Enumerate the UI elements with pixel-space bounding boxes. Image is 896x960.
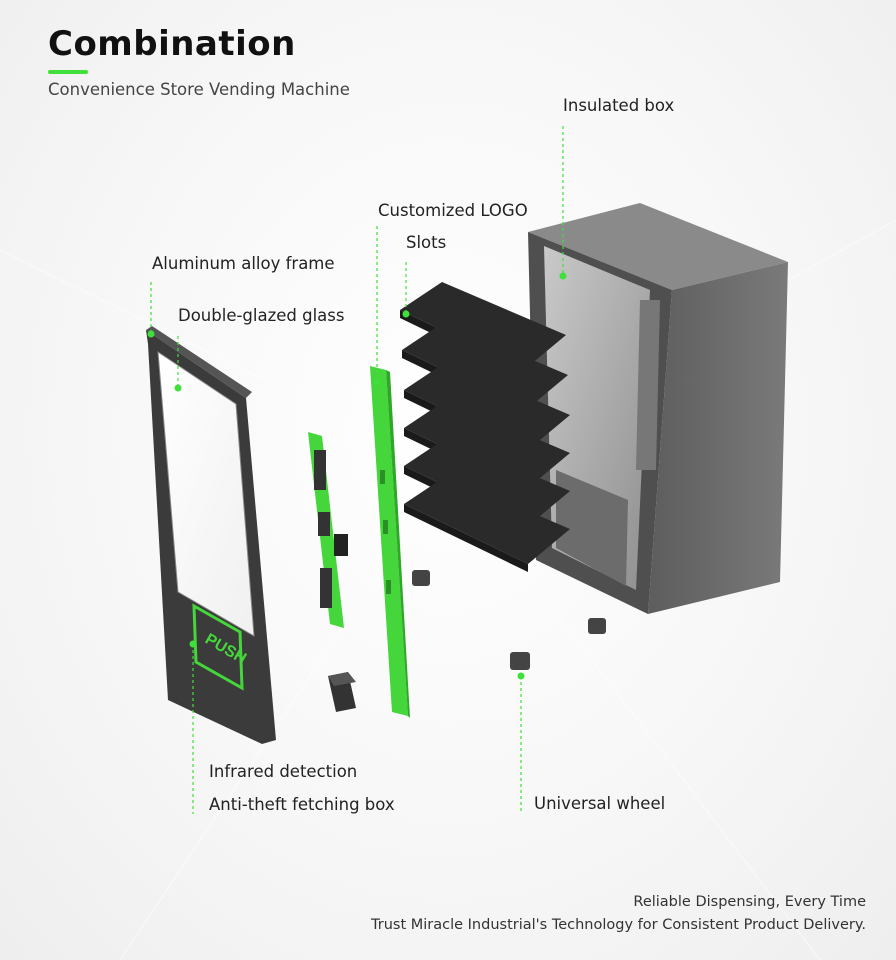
page-title: Combination [48,24,296,64]
wheel-shapes [412,570,606,670]
fetching-box-shape [328,672,356,712]
label-anti-theft: Anti-theft fetching box [209,795,395,814]
cabinet-shape [528,203,788,614]
leader-dots [147,272,567,680]
label-slots: Slots [406,233,447,252]
footer-tagline: Reliable Dispensing, Every Time [633,894,866,910]
page-subtitle: Convenience Store Vending Machine [48,80,350,99]
label-aluminum-frame: Aluminum alloy frame [152,254,335,273]
label-insulated-box: Insulated box [563,96,675,115]
door-frame-shape [146,326,276,744]
label-double-glass: Double-glazed glass [178,306,345,325]
label-universal-wheel: Universal wheel [534,794,666,813]
footer-description: Trust Miracle Industrial's Technology fo… [371,917,866,933]
control-board-shape [308,432,348,628]
label-customized-logo: Customized LOGO [378,201,528,220]
logo-strip-shape [370,366,410,718]
leader-lines [150,126,564,814]
label-infrared: Infrared detection [209,762,358,781]
shelves-shape [400,282,570,572]
title-underline [48,70,88,74]
